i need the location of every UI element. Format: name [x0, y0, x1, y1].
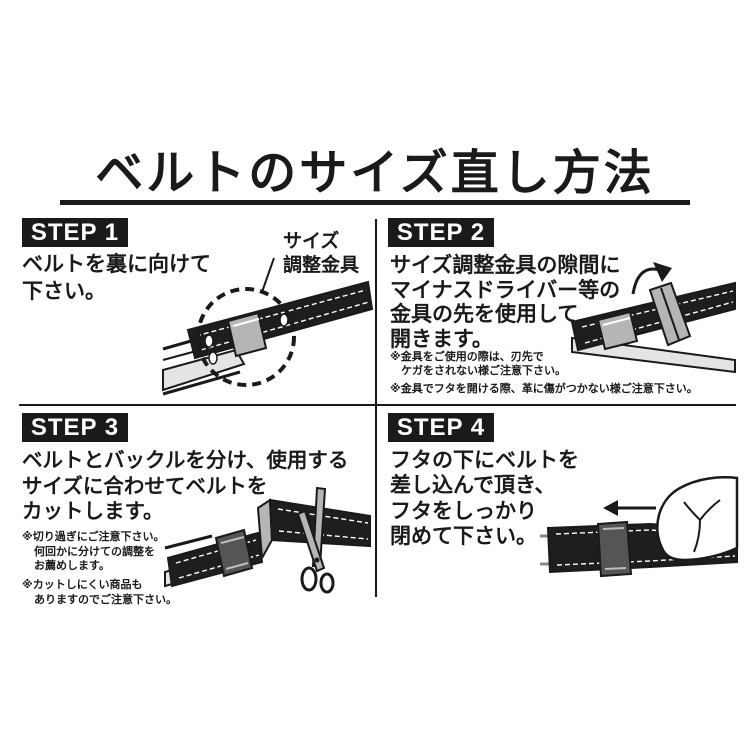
horizontal-divider [19, 404, 736, 406]
callout-line: サイズ [283, 230, 340, 252]
step3-belt-illustration [164, 486, 371, 594]
highlight-dashed-circle [196, 287, 296, 387]
step2-instruction-line: 開きます。 [390, 327, 493, 352]
callout-pointer [261, 257, 275, 293]
prong-mark [208, 351, 218, 365]
step4-label: STEP 4 [388, 413, 494, 442]
belt-stitching [178, 554, 260, 579]
step1-instructions: ベルトを裏に向けて 下さい。 [22, 251, 211, 305]
belt-stitching [195, 289, 367, 337]
clamp-highlight [602, 527, 625, 530]
step1-instruction-line: 下さい。 [22, 279, 106, 303]
step4-instruction-line: 閉めて下さい。 [390, 523, 537, 548]
clamp-highlight [602, 317, 631, 326]
step2-belt-illustration [570, 262, 736, 374]
belt-stitching [175, 539, 257, 564]
clamp-highlight [604, 567, 627, 570]
scissors-pivot [314, 557, 320, 563]
step3-instruction-line: カットします。 [22, 499, 164, 523]
step4-instruction-line: フタの下にベルトを [390, 448, 579, 472]
step1-belt-illustration [162, 257, 374, 396]
prong-mark [204, 334, 214, 348]
rotate-arrow-head [653, 262, 672, 282]
step3-instruction-line: サイズに合わせてベルトを [22, 473, 268, 498]
clamp-highlight [225, 562, 249, 570]
push-arrow-icon [603, 500, 618, 516]
step2-instructions: サイズ調整金具の隙間に マイナスドライバー等の 金具の先を使用して 開きます。 [390, 253, 620, 352]
step3-notes: ※切り過ぎにご注意下さい。 何回かに分けての調整を お薦めします。 ※カットしに… [22, 530, 177, 607]
screwdriver-edge [660, 287, 680, 341]
page-title: ベルトのサイズ直し方法 [95, 145, 655, 201]
step3-note-line: ありますのでご注意下さい。 [34, 592, 177, 606]
adjuster-clamp [226, 311, 268, 358]
belt-stitching [200, 301, 370, 351]
step4-belt-illustration [540, 476, 739, 578]
adjuster-clamp [596, 310, 639, 351]
step3-note-line: ※切り過ぎにご注意下さい。 [22, 530, 165, 543]
buckle-bar [162, 370, 241, 396]
step2-note-line: ケガをされない様ご注意下さい。 [401, 364, 566, 377]
step2-notes: ※金具をご使用の際は、刃先で ケガをされない様ご注意下さい。 ※金具でフタを開け… [390, 350, 698, 396]
title-underline [60, 200, 690, 205]
step3-label: STEP 3 [22, 413, 128, 442]
step4-instructions: フタの下にベルトを 差し込んで頂き、 フタをしっかり 閉めて下さい。 [390, 448, 579, 549]
step1-label: STEP 1 [22, 218, 128, 247]
adjuster-clamp [596, 520, 633, 578]
vertical-divider [375, 219, 377, 597]
step2-instruction-line: 金具の先を使用して [390, 302, 579, 327]
step2-instruction-line: サイズ調整金具の隙間に [390, 253, 621, 277]
scissors-icon [296, 486, 335, 594]
step1-instruction-line: ベルトを裏に向けて [22, 252, 211, 276]
step2-note-line: ※金具をご使用の際は、刃先で [390, 350, 544, 363]
clamp-highlight [232, 318, 260, 327]
belt-stitching [277, 508, 369, 524]
step3-note-line: ※カットしにくい商品も [22, 578, 143, 591]
step2-label: STEP 2 [388, 218, 494, 247]
step3-instructions: ベルトとバックルを分け、使用する サイズに合わせてベルトを カットします。 [22, 448, 348, 525]
belt-stitching [278, 530, 369, 540]
callout-line: 調整金具 [283, 254, 360, 276]
prong-mark [279, 313, 289, 327]
scissors-handle [300, 566, 318, 592]
scissors-blade [296, 509, 326, 573]
scissors-handle [319, 572, 335, 594]
hand-finger-line [693, 519, 701, 553]
adjuster-callout: サイズ 調整金具 [283, 229, 359, 277]
clamp-highlight [220, 536, 245, 544]
step2-instruction-line: マイナスドライバー等の [390, 277, 621, 302]
step4-instruction-line: フタをしっかり [390, 498, 537, 523]
step4-instruction-line: 差し込んで頂き、 [390, 473, 556, 498]
step2-note-line: ※金具でフタを開ける際、革に傷がつかない様ご注意下さい。 [390, 382, 698, 395]
step3-note-line: 何回かに分けての調整を [34, 544, 155, 558]
step3-instruction-line: ベルトとバックルを分け、使用する [22, 448, 349, 472]
hand-icon [656, 476, 739, 562]
buckle-bar [164, 534, 213, 550]
step3-note-line: お薦めします。 [34, 559, 110, 572]
